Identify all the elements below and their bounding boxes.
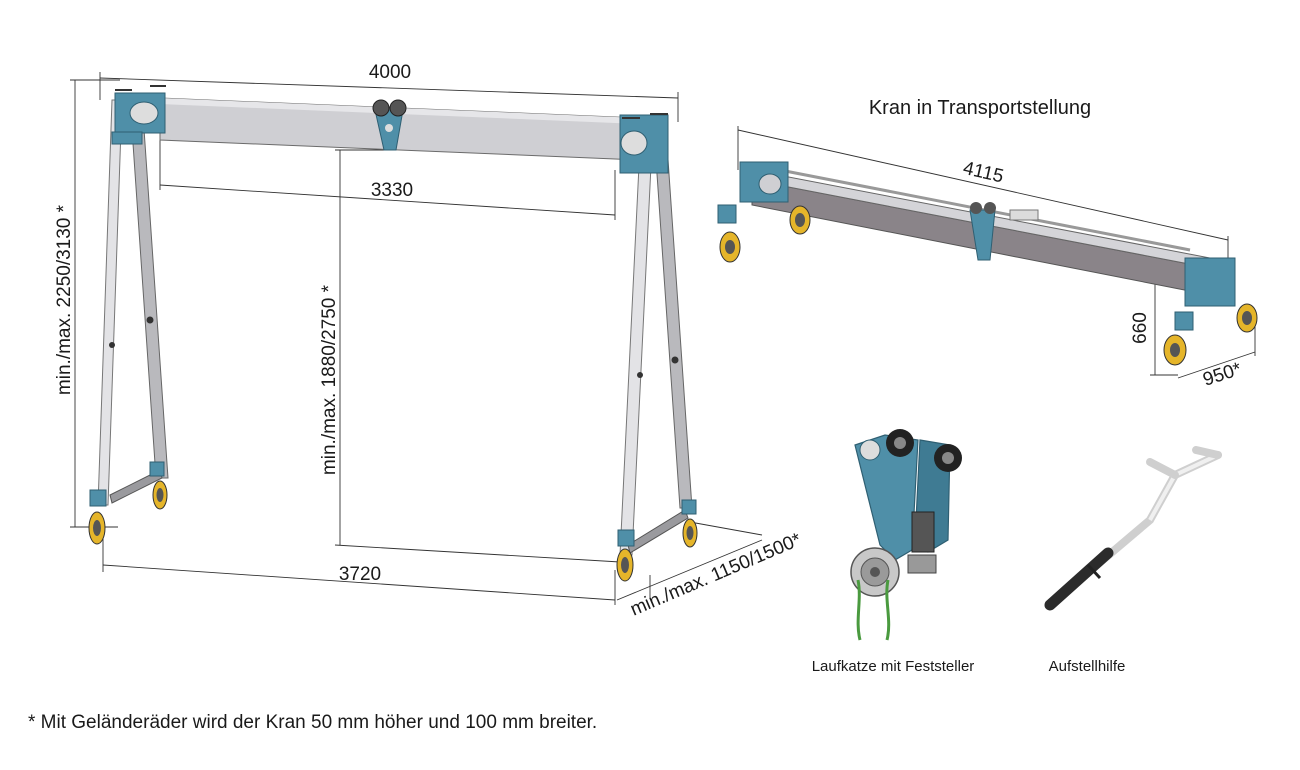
transport-crane-drawing: Kran in Transportstellung <box>717 97 1258 391</box>
beam-trolley <box>372 99 407 151</box>
trolley-caption: Laufkatze mit Feststeller <box>812 658 975 675</box>
left-leg-frame <box>88 85 169 545</box>
transport-height: 660 <box>1130 312 1151 344</box>
transport-length: 4115 <box>961 158 1006 188</box>
dim-inner-width: 3330 <box>371 180 413 201</box>
trolley-detail-drawing: Laufkatze mit Feststeller <box>812 429 975 675</box>
transport-title: Kran in Transportstellung <box>869 97 1091 119</box>
dim-base-width: 3720 <box>339 564 381 585</box>
footnote: * Mit Geländeräder wird der Kran 50 mm h… <box>28 712 597 733</box>
dim-top-width: 4000 <box>369 62 411 83</box>
right-leg-frame <box>616 113 698 582</box>
tool-caption: Aufstellhilfe <box>1049 658 1126 675</box>
transport-dimension-lines <box>737 126 1256 379</box>
dim-clear-height: min./max. 1880/2750 * <box>319 284 340 475</box>
dim-total-height: min./max. 2250/3130 * <box>54 204 75 395</box>
assembly-tool-drawing: Aufstellhilfe <box>1044 446 1222 675</box>
dim-leg-depth: min./max. 1150/1500* <box>627 529 805 620</box>
main-dimension-lines <box>70 72 763 605</box>
main-crane-drawing: 4000 3330 3720 min./max. 2250/3130 * min… <box>54 62 805 620</box>
transport-depth: 950* <box>1200 359 1244 391</box>
